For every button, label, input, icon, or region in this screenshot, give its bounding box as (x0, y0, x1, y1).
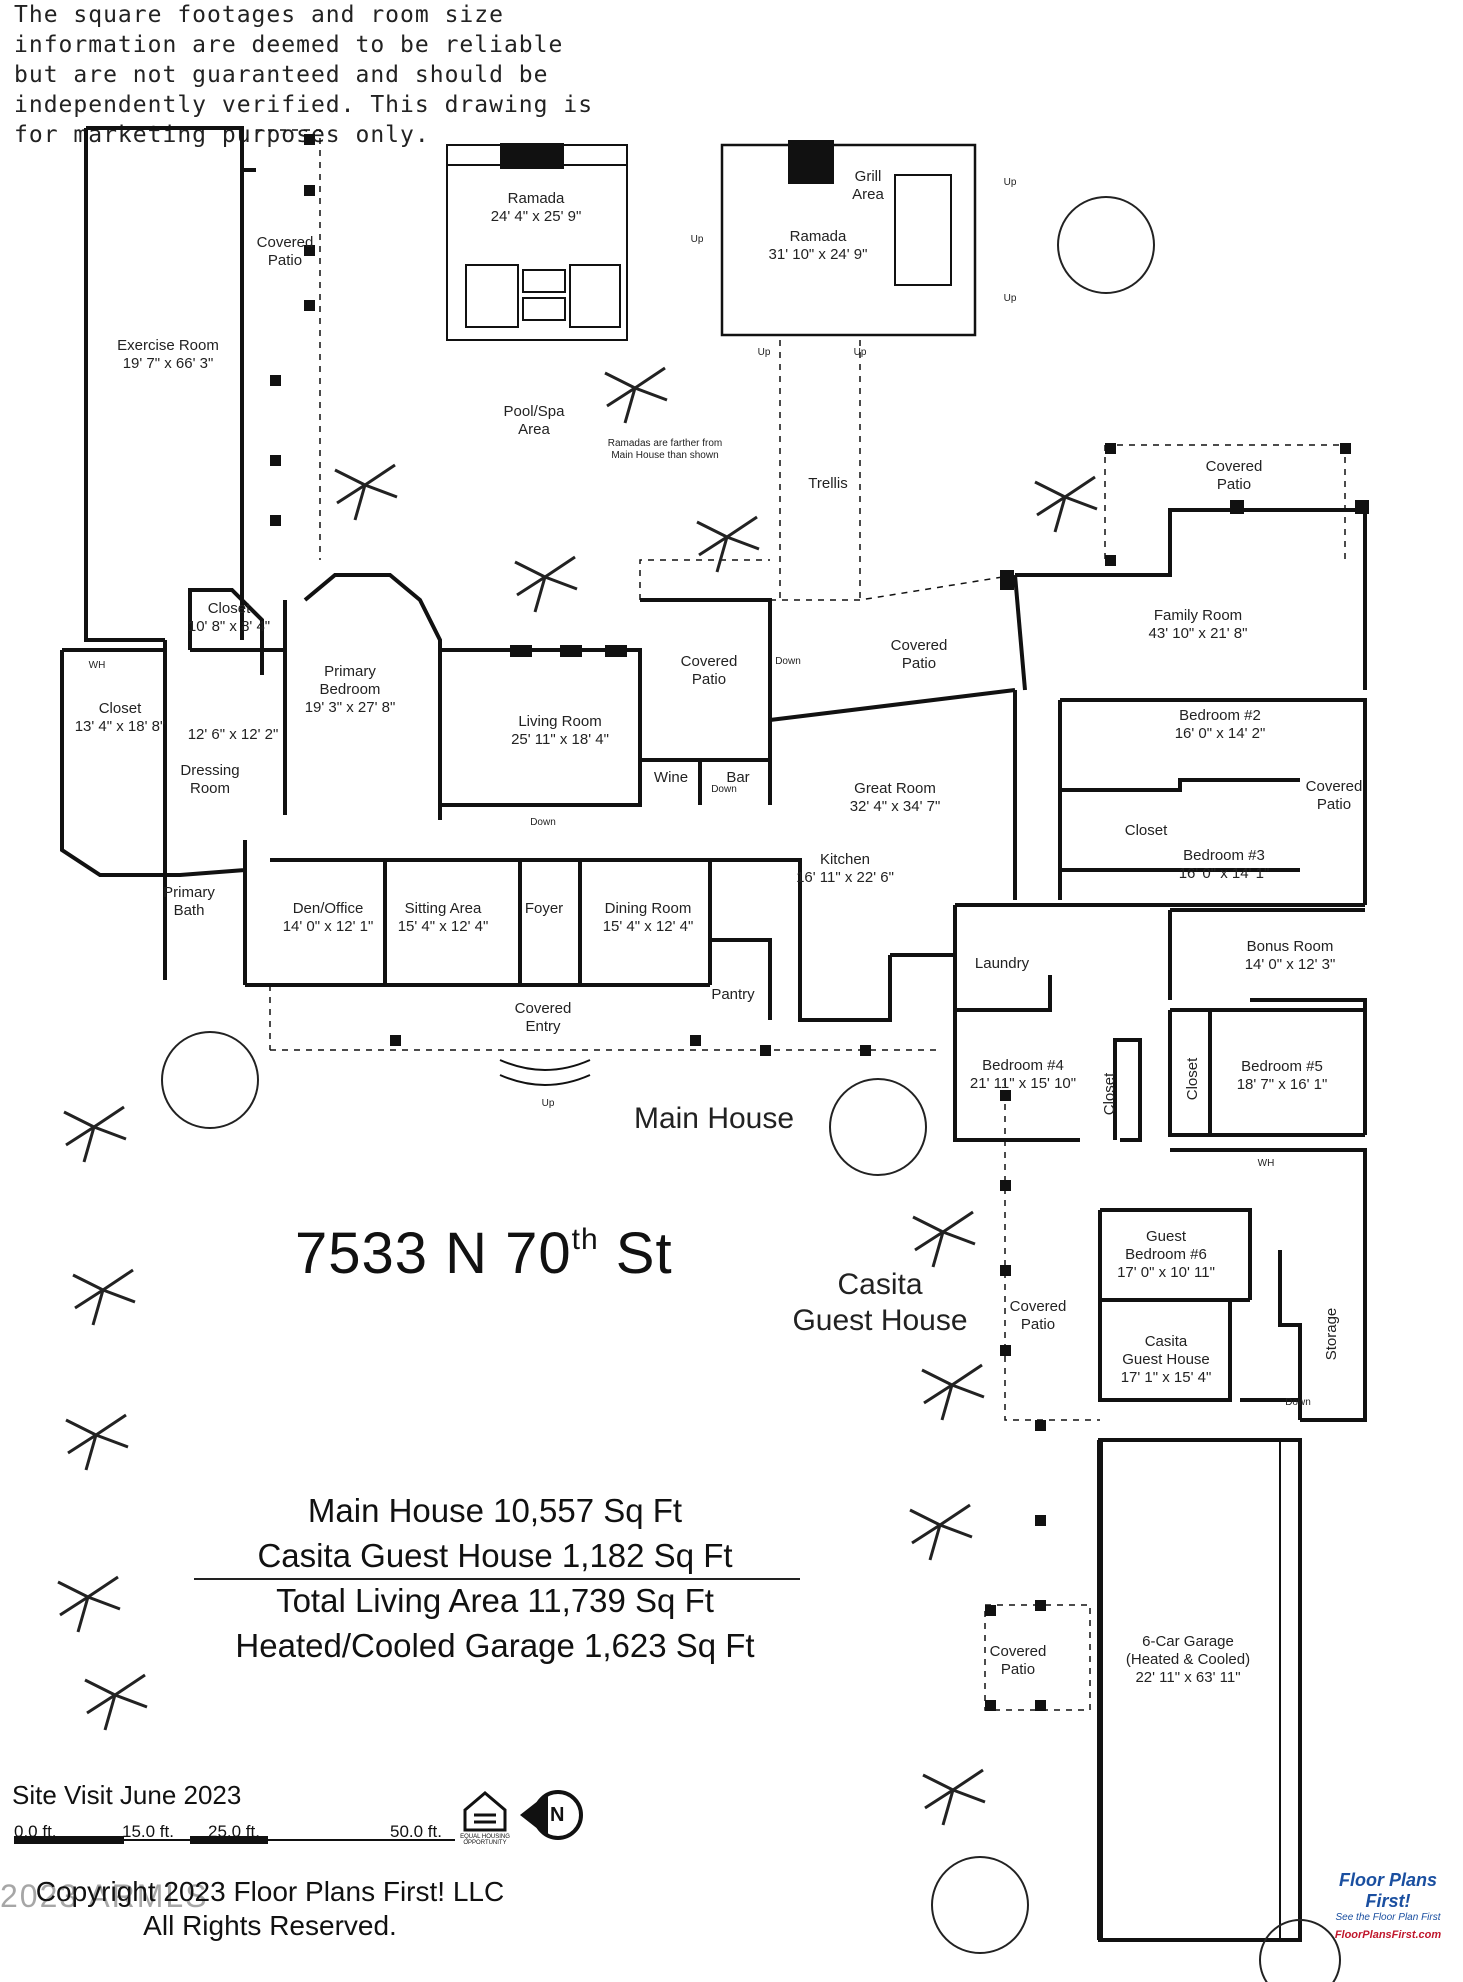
down-label-3: Down (711, 784, 737, 795)
up-label-5: Up (853, 347, 867, 358)
down-label-1: Down (775, 656, 801, 667)
address-title: 7533 N 70th St (295, 1221, 673, 1286)
disclaimer: The square footages and room size inform… (14, 2, 594, 148)
closet-label-3: Closet (1184, 1057, 1201, 1101)
scale-15: 15.0 ft. (122, 1822, 174, 1841)
scale-25: 25.0 ft. (208, 1822, 260, 1841)
laundry-label: Laundry (974, 955, 1030, 972)
foyer-label: Foyer (524, 900, 564, 917)
main-house-title: Main House (633, 1102, 795, 1135)
armls-watermark: 2023 ARMLS (0, 1878, 209, 1914)
brand-logo: Floor Plans First! See the Floor Plan Fi… (1334, 1870, 1442, 1941)
garage-label: 6-Car Garage(Heated & Cooled)22' 11" x 6… (1125, 1633, 1251, 1686)
up-label-1: Up (1003, 177, 1017, 188)
scale-0: 0.0 ft. (14, 1822, 57, 1841)
summary-line-4: Heated/Cooled Garage 1,623 Sq Ft (235, 1627, 755, 1664)
scale-50: 50.0 ft. (390, 1822, 442, 1841)
site-visit-note: Site Visit June 2023 (12, 1780, 242, 1810)
storage-label: Storage (1323, 1307, 1340, 1361)
closet-3-dims: 12' 6" x 12' 2" (187, 726, 279, 743)
summary-line-1: Main House 10,557 Sq Ft (307, 1492, 683, 1529)
summary-divider (194, 1578, 800, 1580)
summary-line-3: Total Living Area 11,739 Sq Ft (276, 1582, 714, 1619)
up-label-6: Up (541, 1098, 555, 1109)
up-label-4: Up (757, 347, 771, 358)
summary-line-2: Casita Guest House 1,182 Sq Ft (257, 1537, 733, 1574)
north-arrow-letter: N (550, 1804, 565, 1826)
wh-label-1: WH (88, 660, 106, 671)
trellis-label: Trellis (808, 475, 848, 492)
up-label-2: Up (1003, 293, 1017, 304)
closet-label-2: Closet (1101, 1072, 1118, 1116)
copyright: Copyright 2023 Floor Plans First! LLC Al… (35, 1876, 505, 1941)
equal-housing-text: EQUAL HOUSING OPPORTUNITY (460, 1834, 510, 1846)
bar-label: Bar (726, 769, 750, 786)
wh-label-2: WH (1257, 1158, 1275, 1169)
up-label-3: Up (690, 234, 704, 245)
closet-label-1: Closet (1124, 822, 1168, 839)
down-label-4: Down (1285, 1397, 1311, 1408)
down-label-2: Down (530, 817, 556, 828)
wine-label: Wine (653, 769, 689, 786)
pantry-label: Pantry (711, 986, 755, 1003)
